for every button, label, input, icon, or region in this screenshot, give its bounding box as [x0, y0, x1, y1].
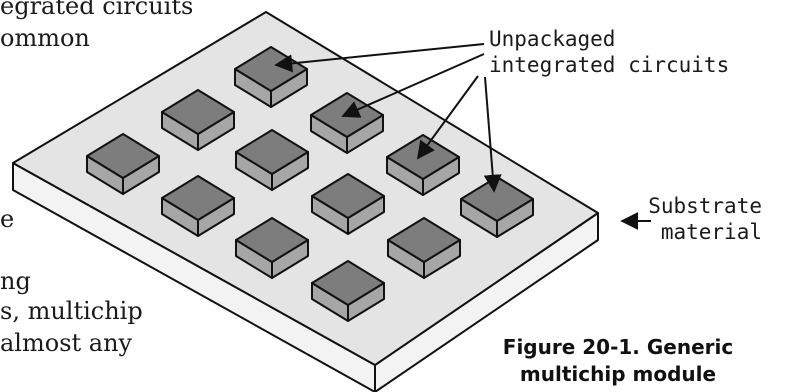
- integrated-circuit-chip: [235, 217, 309, 279]
- callout-arrow: [274, 43, 485, 73]
- integrated-circuit-chip: [386, 134, 460, 196]
- figure-caption: Figure 20-1. Generic multichip module: [503, 335, 733, 386]
- callout-arrow: [341, 53, 485, 118]
- body-text-line: ng: [0, 267, 31, 295]
- body-text-line: s, multichip: [0, 297, 143, 325]
- integrated-circuit-chip: [235, 129, 309, 191]
- figure-caption-line-1: Figure 20-1. Generic: [503, 335, 733, 359]
- integrated-circuit-chips: [86, 46, 534, 322]
- substrate-callout-label-line-1: Substrate: [648, 194, 762, 218]
- integrated-circuit-chip: [310, 92, 384, 154]
- integrated-circuit-chip: [387, 217, 461, 279]
- body-text-line: e: [0, 205, 15, 233]
- integrated-circuit-chip: [311, 260, 385, 322]
- callout-arrow: [483, 76, 502, 193]
- callout-arrow: [416, 75, 479, 160]
- body-text-line: almost any: [0, 329, 133, 357]
- integrated-circuit-chip: [161, 89, 235, 151]
- figure-caption-line-2: multichip module: [520, 362, 716, 386]
- substrate-callout-label-line-2: material: [661, 220, 762, 244]
- body-text-line: ommon: [0, 24, 90, 52]
- body-text-column: egrated circuits ommon e ng s, multichip…: [0, 0, 193, 392]
- chips-callout-label-line-1: Unpackaged: [489, 27, 615, 51]
- substrate-callout: Substrate material: [620, 194, 762, 244]
- substrate: [12, 11, 599, 392]
- integrated-circuit-chip: [234, 46, 308, 108]
- integrated-circuit-chip: [311, 173, 385, 235]
- substrate-top-face: [12, 11, 599, 366]
- chips-callout: Unpackaged integrated circuits: [274, 27, 729, 193]
- integrated-circuit-chip: [161, 175, 235, 237]
- chips-callout-label-line-2: integrated circuits: [489, 53, 729, 77]
- integrated-circuit-chip: [460, 176, 534, 238]
- body-text-line: egrated circuits: [0, 0, 194, 20]
- integrated-circuit-chip: [86, 133, 160, 195]
